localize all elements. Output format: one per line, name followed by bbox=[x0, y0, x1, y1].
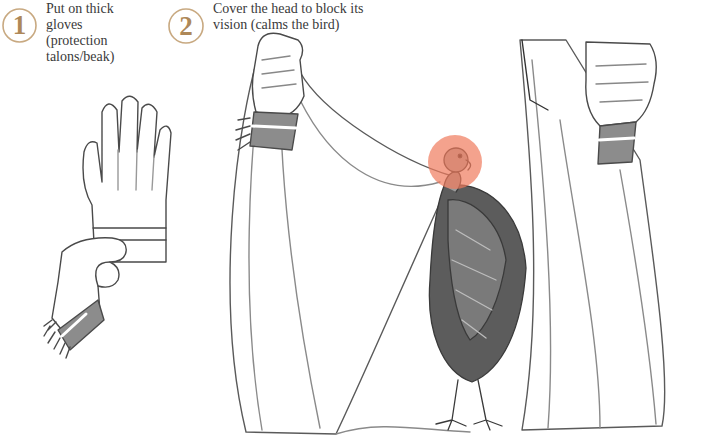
bird-sketch bbox=[429, 148, 526, 430]
holding-hand-right-part bbox=[599, 138, 634, 140]
bird-sketch-part bbox=[448, 200, 506, 340]
glove-sketch-part bbox=[118, 150, 154, 190]
cloth-sketch-right-part bbox=[522, 40, 548, 110]
gloved-hand-sketch bbox=[44, 238, 126, 358]
holding-hand-sketch-part bbox=[262, 56, 296, 88]
holding-hand-sketch-part bbox=[236, 118, 250, 150]
cloth-sketch-part bbox=[249, 60, 440, 430]
holding-hand-right-part bbox=[596, 64, 648, 102]
highlight-circle bbox=[428, 135, 482, 189]
cloth-sketch-right bbox=[520, 40, 665, 430]
gloved-hand-sketch-part bbox=[44, 320, 70, 358]
bird-sketch-part bbox=[436, 380, 502, 430]
holding-hand-sketch-part bbox=[252, 33, 304, 118]
holding-hand-sketch bbox=[236, 33, 304, 150]
holding-hand-sketch-part bbox=[252, 126, 296, 128]
circle-outline bbox=[3, 9, 36, 42]
step-number: 1 bbox=[2, 8, 37, 43]
holding-hand-right bbox=[586, 42, 656, 164]
step-instruction: Put on thick gloves (protection talons/b… bbox=[46, 1, 130, 65]
glove-sketch-part bbox=[83, 96, 171, 262]
gloved-hand-sketch-part bbox=[96, 262, 110, 286]
step-number-circle: 2Cover the head to block its vision (cal… bbox=[168, 8, 204, 44]
step-number: 2 bbox=[168, 8, 204, 44]
holding-hand-right-part bbox=[586, 42, 656, 126]
bird-sketch-part bbox=[429, 185, 526, 382]
glove-sketch bbox=[83, 96, 171, 262]
cloth-sketch-part bbox=[336, 427, 470, 434]
circle-outline bbox=[169, 9, 203, 43]
holding-hand-sketch-part bbox=[250, 112, 298, 150]
cloth-sketch-right-part bbox=[520, 40, 665, 430]
gloved-hand-sketch-part bbox=[62, 314, 86, 336]
holding-hand-right-part bbox=[598, 122, 636, 164]
bird-sketch-part bbox=[452, 230, 496, 338]
step-number-circle: 1Put on thick gloves (protection talons/… bbox=[2, 8, 37, 43]
step-instruction: Cover the head to block its vision (calm… bbox=[213, 1, 378, 33]
